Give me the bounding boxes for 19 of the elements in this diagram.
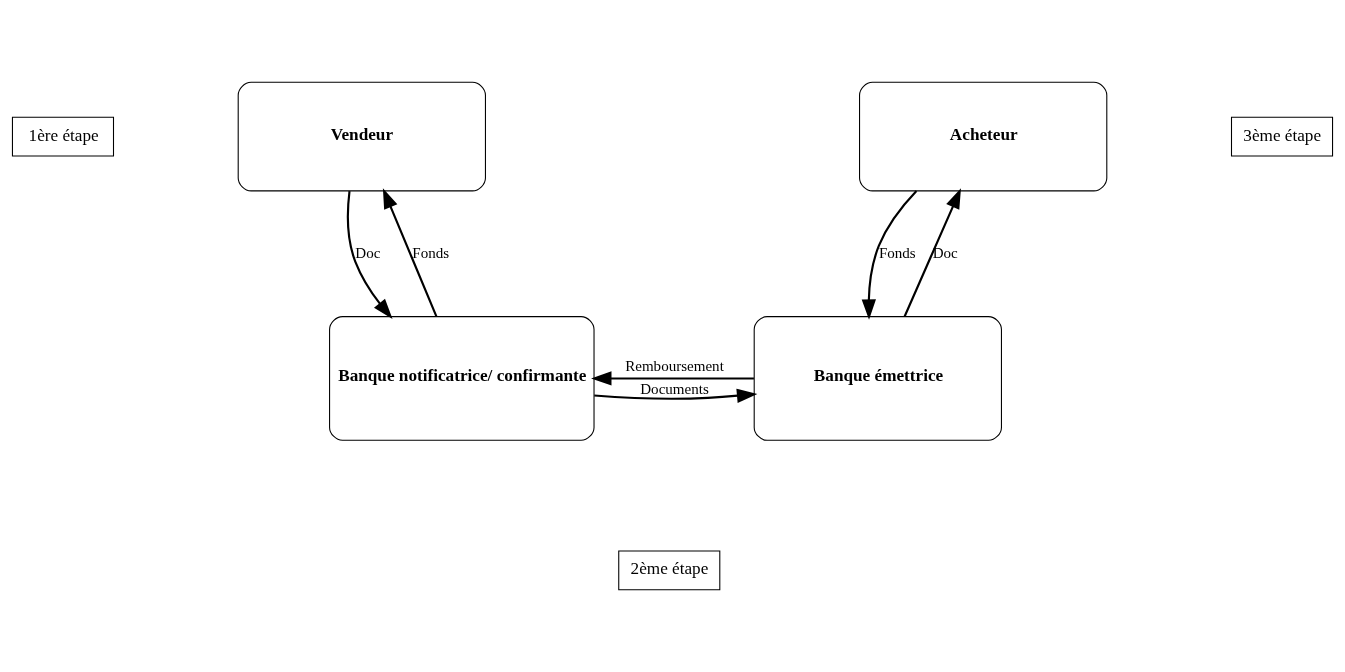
- edge-label: Doc: [355, 244, 381, 261]
- node-box: Banque notificatrice/ confirmante: [329, 316, 595, 441]
- arrow: [594, 388, 758, 403]
- arrow: [861, 190, 918, 320]
- arrow: [903, 188, 961, 317]
- edge-label: Remboursement: [625, 358, 724, 375]
- edge-label: Fonds: [412, 244, 450, 261]
- node-box: 3ème étape: [1230, 116, 1334, 157]
- node-box: Banque émettrice: [753, 316, 1002, 441]
- node-box: Vendeur: [237, 81, 486, 192]
- arrow: [346, 191, 393, 320]
- node-box: 2ème étape: [618, 550, 721, 591]
- node-box: Acheteur: [859, 81, 1108, 192]
- arrow: [591, 371, 754, 386]
- edge-label: Fonds: [878, 244, 916, 261]
- node-box: 1ère étape: [11, 116, 115, 157]
- arrow: [382, 188, 438, 317]
- edge-label: Documents: [640, 380, 709, 397]
- edge-label: Doc: [932, 244, 958, 261]
